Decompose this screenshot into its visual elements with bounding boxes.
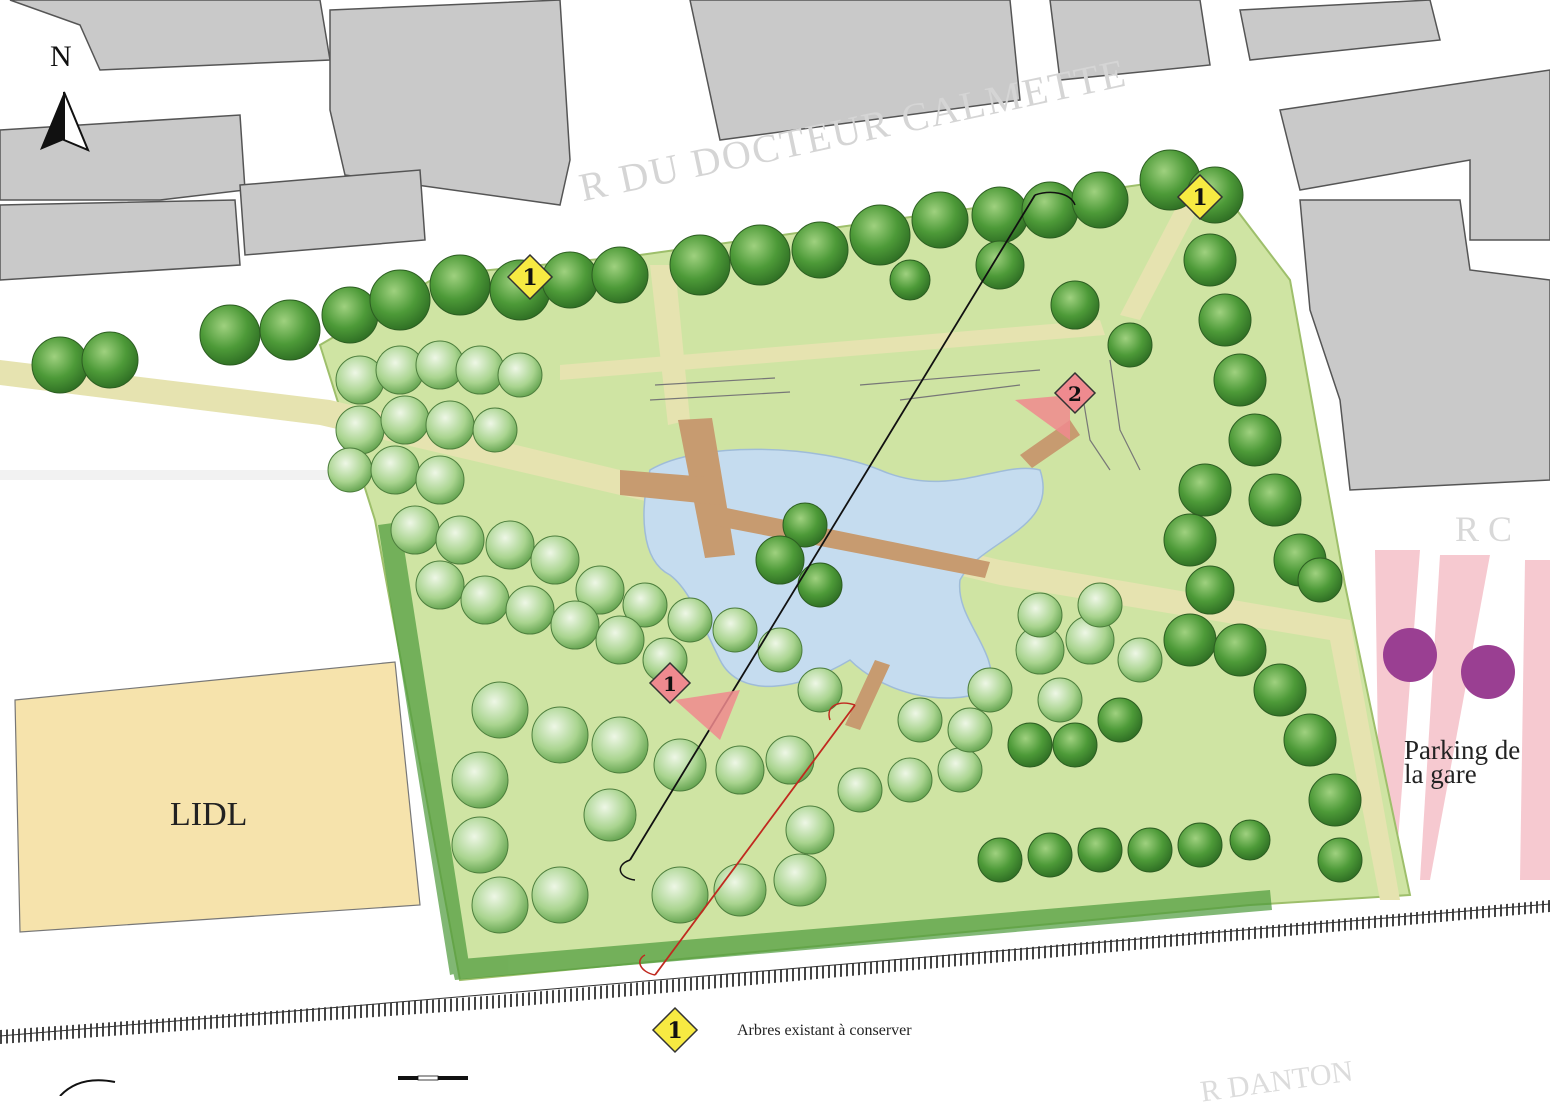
north-letter: N (50, 40, 72, 73)
street-label-east: R C (1455, 509, 1513, 549)
tree-marker: 1 (1176, 173, 1224, 221)
legend-marker: 1 (651, 1006, 699, 1054)
boardwalks (620, 418, 1080, 730)
lidl-building (14, 661, 421, 933)
lidl-label: LIDL (170, 796, 248, 833)
section-lines (619, 191, 1076, 976)
svg-text:2: 2 (1068, 382, 1082, 406)
svg-text:1: 1 (667, 1018, 682, 1044)
view-marker: 2 (1053, 371, 1097, 415)
trees-dark (31, 149, 1363, 883)
parking-area (1375, 550, 1550, 880)
legend-text: Arbres existant à conserver (737, 1022, 912, 1039)
tree-marker: 1 (506, 253, 554, 301)
terrace-lines (649, 359, 1141, 471)
parking-dot (1461, 645, 1515, 699)
trees-light (327, 340, 1163, 934)
hedge (378, 522, 1272, 980)
svg-text:1: 1 (1192, 185, 1207, 211)
parking-dot (1383, 628, 1437, 682)
buildings (0, 0, 1550, 491)
parking-label-line2: la gare (1404, 759, 1477, 789)
view-cone-2 (1015, 395, 1070, 440)
svg-text:1: 1 (522, 265, 537, 291)
paths (0, 200, 1400, 900)
parking-label-line1: Parking de (1404, 735, 1521, 765)
view-cone-1 (675, 690, 740, 740)
north-arrow-icon (40, 91, 90, 152)
railway (0, 900, 1550, 1044)
view-marker: 1 (648, 661, 692, 705)
scale-bar (398, 1075, 468, 1081)
compass-arc (59, 1079, 116, 1096)
svg-text:1: 1 (663, 672, 677, 696)
